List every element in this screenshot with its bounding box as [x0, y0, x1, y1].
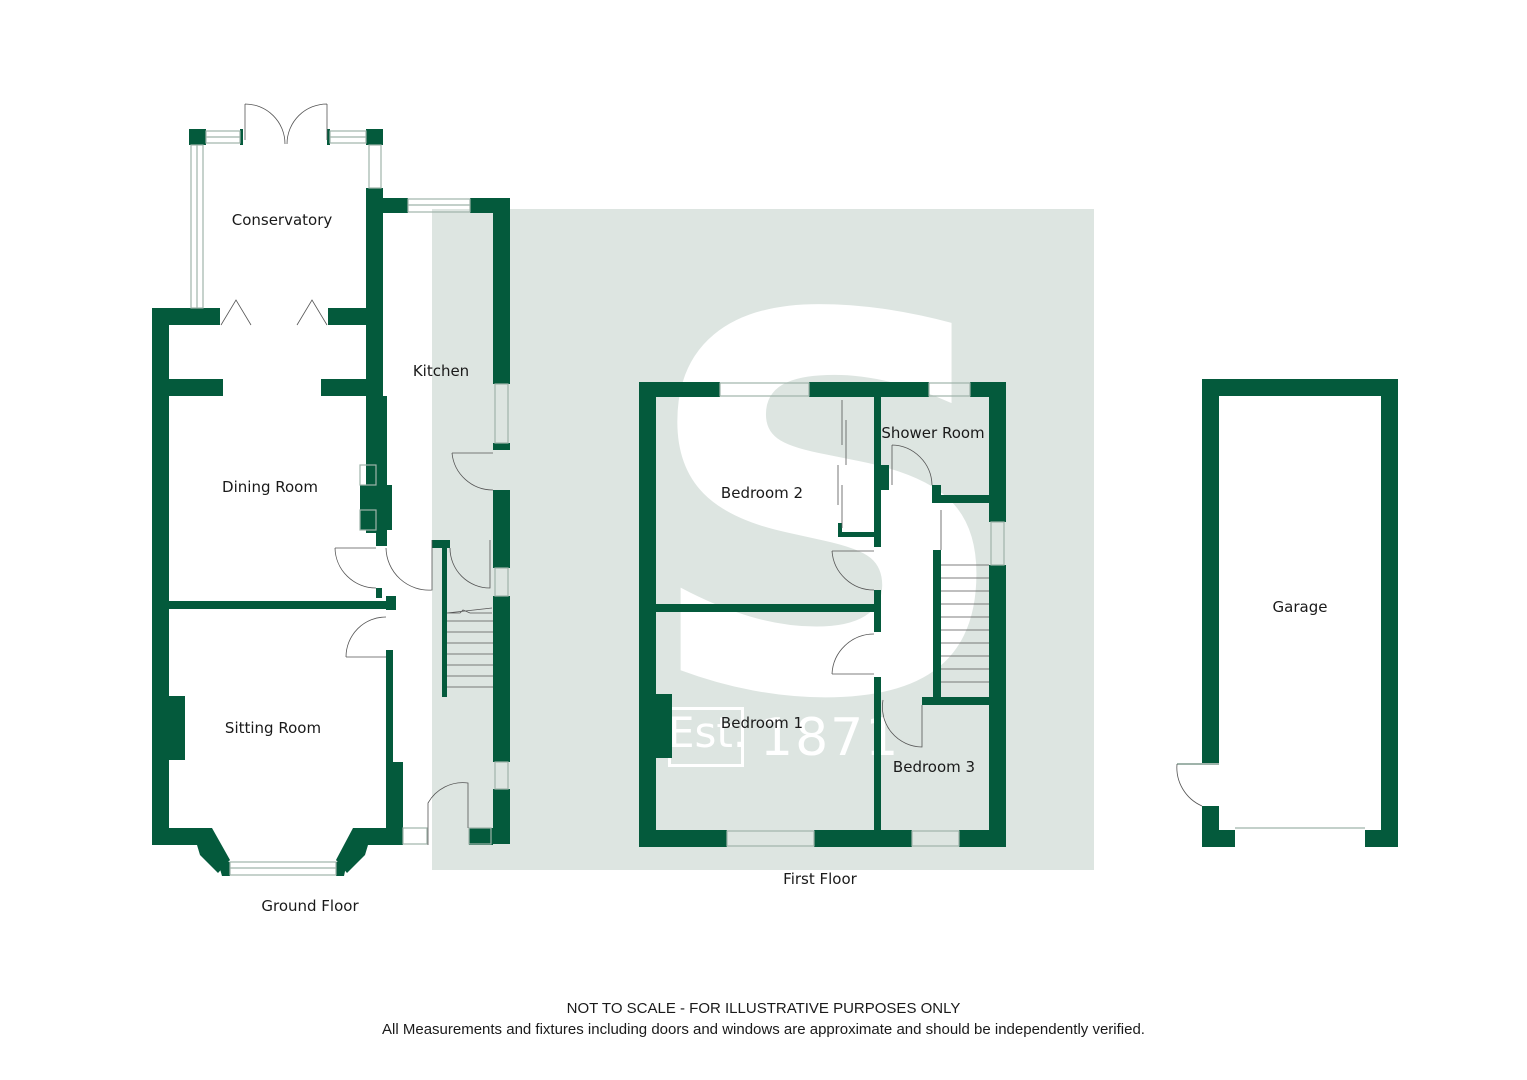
room-label-bedroom-1: Bedroom 1 — [720, 714, 804, 732]
watermark-panel — [432, 209, 1094, 870]
room-label-dining-room: Dining Room — [222, 478, 318, 496]
disclaimer-scale: NOT TO SCALE - FOR ILLUSTRATIVE PURPOSES… — [566, 1000, 961, 1017]
watermark-letter: S — [640, 207, 1015, 813]
room-label-garage: Garage — [1272, 598, 1328, 616]
floor-label-ground: Ground Floor — [261, 897, 359, 915]
floor-label-first: First Floor — [783, 870, 857, 888]
room-label-shower-room: Shower Room — [881, 424, 985, 442]
room-label-bedroom-3: Bedroom 3 — [892, 758, 976, 776]
room-label-sitting-room: Sitting Room — [224, 719, 322, 737]
room-label-kitchen: Kitchen — [412, 362, 470, 380]
room-label-conservatory: Conservatory — [231, 211, 333, 229]
watermark-est: Est. — [668, 708, 747, 757]
disclaimer-measurements: All Measurements and fixtures including … — [382, 1021, 1145, 1038]
room-label-bedroom-2: Bedroom 2 — [720, 484, 804, 502]
